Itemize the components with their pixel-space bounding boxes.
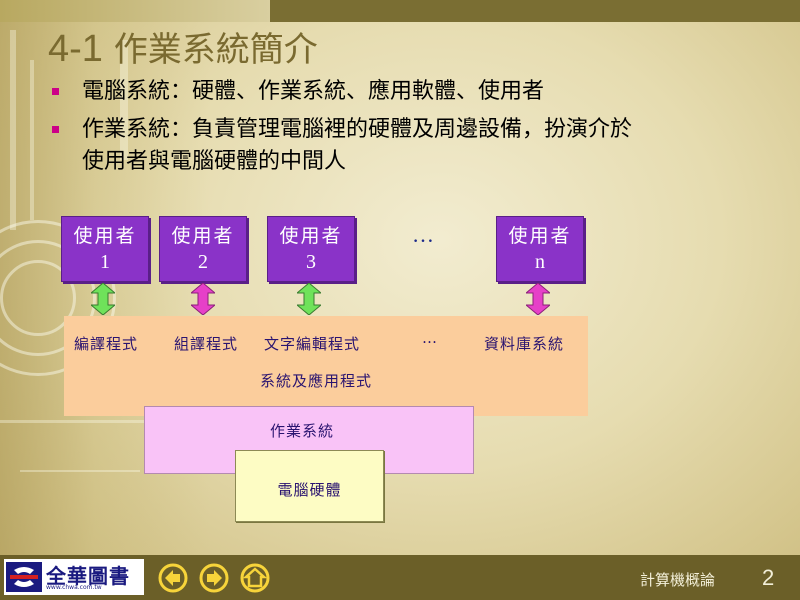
hardware-layer: 電腦硬體 (235, 450, 384, 522)
app-text-editor: 文字編輯程式 (264, 335, 361, 353)
arrow-shape (91, 283, 115, 315)
footer-bar: 全華圖書 www.chwa.com.tw 計算機概論 2 (0, 555, 800, 600)
user-box-2: 使用者 2 (159, 216, 247, 282)
arrow-shape (526, 283, 550, 315)
user-label: 使用者 (73, 225, 137, 247)
app-database-system: 資料庫系統 (484, 335, 565, 353)
operating-system-label: 作業系統 (270, 422, 335, 440)
double-arrow-icon (526, 283, 550, 315)
publisher-name: 全華圖書 (46, 564, 130, 588)
publisher-url: www.chwa.com.tw (46, 584, 102, 591)
double-arrow-icon (91, 283, 115, 315)
arrow-shape (191, 283, 215, 315)
applications-caption: 系統及應用程式 (260, 372, 373, 390)
publisher-emblem-icon (6, 562, 42, 592)
hardware-label: 電腦硬體 (277, 481, 342, 499)
user-number: 3 (306, 251, 316, 273)
bullet-text: 作業系統：負責管理電腦裡的硬體及周邊設備，扮演介於 (82, 117, 633, 142)
slide-title: 4-1 作業系統簡介 (48, 22, 318, 71)
home-icon[interactable] (240, 563, 270, 593)
double-arrow-icon (191, 283, 215, 315)
title-text: 作業系統簡介 (113, 30, 318, 70)
user-number: 1 (100, 251, 110, 273)
user-box-n: 使用者 n (496, 216, 584, 282)
app-assembler: 組譯程式 (174, 335, 239, 353)
publisher-logo: 全華圖書 www.chwa.com.tw (4, 559, 144, 595)
bullet-text: 使用者與電腦硬體的中間人 (82, 149, 347, 174)
top-strip-left (0, 0, 270, 22)
page-number: 2 (762, 565, 775, 590)
bullet-text: 電腦系統：硬體、作業系統、應用軟體、使用者 (82, 79, 545, 104)
arrow-shape (297, 283, 321, 315)
bullet-square-icon (52, 126, 59, 133)
user-label: 使用者 (279, 225, 343, 247)
user-label: 使用者 (171, 225, 235, 247)
arrow-right-icon[interactable] (199, 563, 229, 593)
users-ellipsis: … (412, 222, 435, 247)
course-title: 計算機概論 (640, 571, 716, 589)
title-number: 4-1 (48, 28, 103, 70)
top-strip-right (270, 0, 800, 22)
applications-layer (64, 316, 588, 416)
double-arrow-icon (297, 283, 321, 315)
user-box-1: 使用者 1 (61, 216, 149, 282)
user-number: n (535, 251, 545, 273)
bullet-square-icon (52, 88, 59, 95)
app-ellipsis: … (422, 329, 438, 347)
user-number: 2 (198, 251, 208, 273)
app-compiler: 編譯程式 (74, 335, 139, 353)
user-box-3: 使用者 3 (267, 216, 355, 282)
arrow-left-icon[interactable] (158, 563, 188, 593)
user-label: 使用者 (508, 225, 572, 247)
